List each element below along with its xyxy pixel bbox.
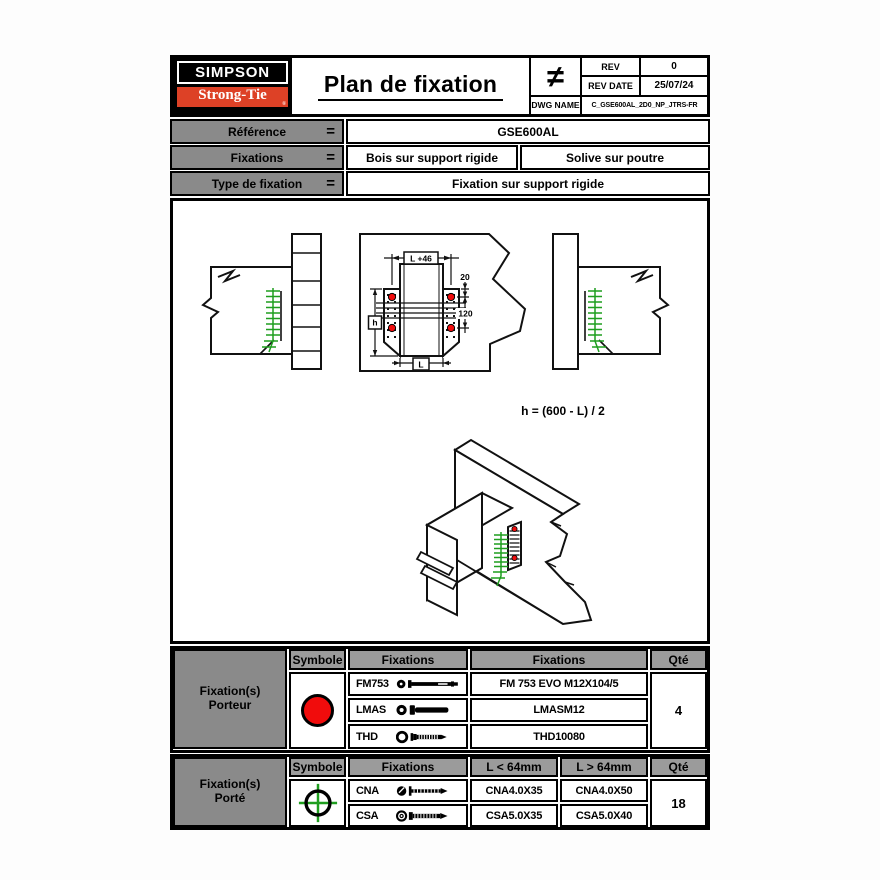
side-view-right bbox=[552, 233, 670, 370]
break-cut bbox=[419, 564, 459, 591]
thd-screw-icon bbox=[396, 730, 447, 743]
dim-L-label: L bbox=[418, 360, 423, 370]
cna-short-ref: CNA4.0X35 bbox=[470, 779, 558, 802]
fm753-bolt-icon bbox=[396, 679, 458, 689]
porte-symbol-cell bbox=[289, 779, 346, 827]
fixation-ref-fm753: FM 753 EVO M12X104/5 bbox=[470, 672, 648, 696]
title-block: SIMPSON Strong-Tie® Plan de fixation ≠ R… bbox=[170, 55, 710, 117]
rev-date-label: REV DATE bbox=[582, 77, 639, 95]
screw-marks-green bbox=[588, 288, 606, 353]
dim-top-label: L +46 bbox=[410, 254, 432, 264]
front-view: L +46 20 120 bbox=[359, 233, 527, 372]
fixations-value-2-cell: Solive sur poutre bbox=[520, 145, 710, 170]
fixation-ref-lmas: LMASM12 bbox=[470, 698, 648, 722]
dim-20-label: 20 bbox=[460, 272, 470, 282]
fixations-label-cell: Fixations= bbox=[170, 145, 344, 170]
height-formula: h = (600 - L) / 2 bbox=[521, 404, 605, 418]
dimension-top bbox=[384, 251, 459, 285]
dim-120-label: 120 bbox=[458, 309, 472, 319]
dimension-left bbox=[367, 288, 398, 357]
logo-strongtie-text: Strong-Tie® bbox=[177, 87, 288, 107]
porte-symbol-crosshair-icon bbox=[298, 783, 337, 823]
logo-simpson-text: SIMPSON bbox=[177, 61, 288, 84]
porteur-fixations-table: Fixation(s)Porteur Symbole Fixations Fix… bbox=[170, 646, 710, 753]
porteur-symbol-red-dot-icon bbox=[301, 694, 334, 727]
cna-nail-icon bbox=[396, 785, 448, 796]
csa-long-ref: CSA5.0X40 bbox=[560, 804, 648, 827]
registered-mark: ® bbox=[282, 102, 286, 107]
fixation-row-thd: THD bbox=[348, 724, 468, 749]
fixation-row-cna: CNA bbox=[348, 779, 468, 802]
break-cut bbox=[415, 550, 455, 577]
porteur-qty-cell: 4 bbox=[650, 672, 707, 749]
simpson-strongtie-logo: SIMPSON Strong-Tie® bbox=[173, 58, 292, 114]
col-header-symbole: Symbole bbox=[289, 757, 346, 777]
equals-sign: = bbox=[326, 175, 335, 192]
csa-short-ref: CSA5.0X35 bbox=[470, 804, 558, 827]
nail-holes bbox=[387, 294, 455, 338]
col-header-fixations: Fixations bbox=[348, 757, 468, 777]
porte-title-cell: Fixation(s)Porté bbox=[173, 757, 287, 827]
porteur-title-cell: Fixation(s)Porteur bbox=[173, 649, 287, 749]
marked-fixation-points-red bbox=[387, 292, 456, 333]
col-header-long-length: L > 64mm bbox=[560, 757, 648, 777]
equals-sign: = bbox=[326, 123, 335, 140]
fixation-row-csa: CSA bbox=[348, 804, 468, 827]
technical-drawing-area: L +46 20 120 bbox=[170, 198, 710, 644]
cna-long-ref: CNA4.0X50 bbox=[560, 779, 648, 802]
col-header-fixations-ref: Fixations bbox=[470, 649, 648, 670]
reference-table: Référence= GSE600AL Fixations= Bois sur … bbox=[170, 119, 710, 196]
not-equal-symbol-icon: ≠ bbox=[531, 58, 580, 95]
porteur-symbol-cell bbox=[289, 672, 346, 749]
fixation-ref-thd: THD10080 bbox=[470, 724, 648, 749]
fixation-row-lmas: LMAS bbox=[348, 698, 468, 722]
porte-fixations-table: Fixation(s)Porté Symbole Fixations L < 6… bbox=[170, 754, 710, 830]
lmas-bolt-icon bbox=[396, 704, 449, 716]
rev-value: 0 bbox=[641, 58, 707, 76]
col-header-qty: Qté bbox=[650, 757, 707, 777]
fixations-value-1-cell: Bois sur support rigide bbox=[346, 145, 518, 170]
dim-h-label: h bbox=[372, 318, 377, 328]
fixation-row-fm753: FM753 bbox=[348, 672, 468, 696]
screw-marks-green bbox=[262, 288, 280, 353]
equals-sign: = bbox=[326, 149, 335, 166]
porte-qty-cell: 18 bbox=[650, 779, 707, 827]
technical-drawing-svg: L +46 20 120 bbox=[201, 233, 670, 626]
reference-label-cell: Référence= bbox=[170, 119, 344, 144]
csa-screw-icon bbox=[396, 809, 448, 822]
break-symbol-icon bbox=[630, 268, 654, 284]
side-view-left bbox=[201, 233, 322, 370]
screw-marks-green bbox=[491, 532, 508, 587]
dimension-right bbox=[456, 282, 475, 333]
hanger-plate bbox=[507, 520, 522, 572]
dwg-name-label: DWG NAME bbox=[531, 96, 580, 114]
rev-label: REV bbox=[582, 58, 639, 76]
page-title: Plan de fixation bbox=[317, 71, 504, 101]
col-header-qty: Qté bbox=[650, 649, 707, 670]
fixation-plan-document: SIMPSON Strong-Tie® Plan de fixation ≠ R… bbox=[170, 55, 710, 830]
fixation-type-value-cell: Fixation sur support rigide bbox=[346, 171, 710, 196]
fixation-type-label-cell: Type de fixation= bbox=[170, 171, 344, 196]
reference-value-cell: GSE600AL bbox=[346, 119, 710, 144]
rev-date-value: 25/07/24 bbox=[641, 77, 707, 95]
isometric-view bbox=[415, 438, 593, 626]
dwg-name-value: C_GSE600AL_2D0_NP_JTRS-FR bbox=[582, 96, 707, 114]
document-title-area: Plan de fixation bbox=[292, 58, 529, 114]
dimension-bottom bbox=[392, 357, 451, 371]
col-header-short-length: L < 64mm bbox=[470, 757, 558, 777]
col-header-fixations: Fixations bbox=[348, 649, 468, 670]
col-header-symbole: Symbole bbox=[289, 649, 346, 670]
revision-block: ≠ REV 0 REV DATE 25/07/24 DWG NAME C_GSE… bbox=[529, 58, 707, 114]
break-symbol-icon bbox=[217, 268, 241, 284]
